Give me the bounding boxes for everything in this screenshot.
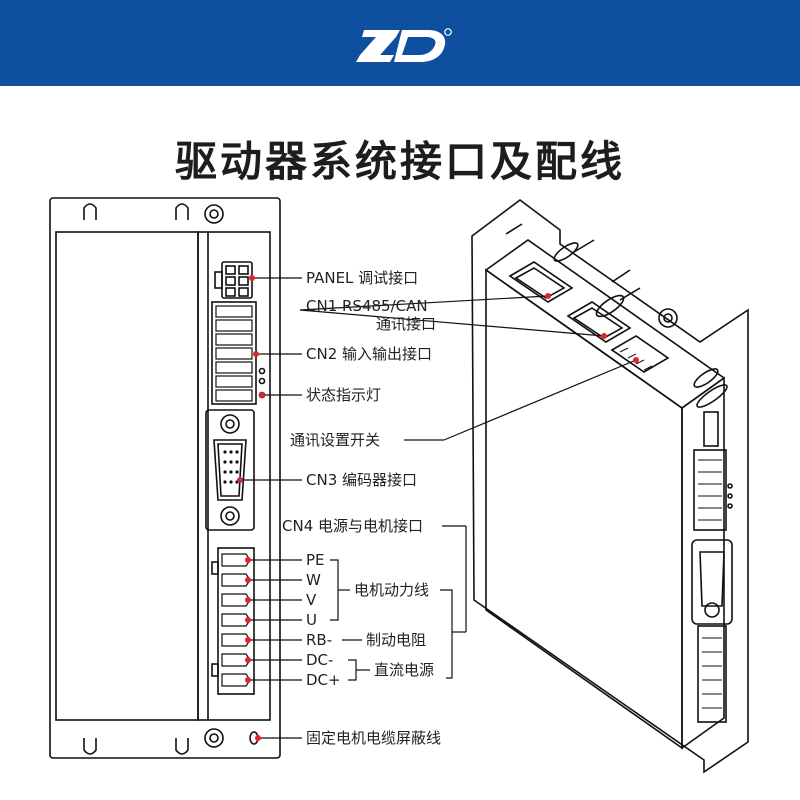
label-status-led: 状态指示灯	[306, 386, 382, 404]
drive-iso-view	[471, 199, 749, 774]
label-brake-resistor: 制动电阻	[366, 631, 427, 649]
label-dcp: DC+	[306, 671, 341, 689]
page-title: 驱动器系统接口及配线	[174, 137, 625, 186]
header-bar	[0, 0, 800, 86]
drive-front-view	[49, 197, 281, 759]
label-cn3: CN3 编码器接口	[306, 471, 418, 489]
label-u: U	[306, 611, 317, 629]
label-dcm: DC-	[306, 651, 334, 669]
leader-lines	[240, 277, 637, 739]
label-v: V	[306, 591, 317, 609]
label-comm-switch: 通讯设置开关	[290, 431, 381, 449]
label-motor-power: 电机动力线	[354, 581, 430, 599]
label-cn2: CN2 输入输出接口	[306, 345, 433, 363]
leader-dots	[237, 275, 639, 741]
label-shield: 固定电机电缆屏蔽线	[306, 729, 442, 747]
label-rb: RB-	[306, 631, 333, 649]
label-dc-power: 直流电源	[374, 661, 435, 679]
label-cn1-line1: CN1 RS485/CAN	[306, 297, 428, 315]
label-cn1-line2: 通讯接口	[376, 315, 437, 333]
label-w: W	[306, 571, 321, 589]
zd-logo	[356, 28, 452, 62]
label-panel: PANEL 调试接口	[306, 269, 419, 287]
label-pe: PE	[306, 551, 325, 569]
label-cn4: CN4 电源与电机接口	[282, 517, 424, 535]
